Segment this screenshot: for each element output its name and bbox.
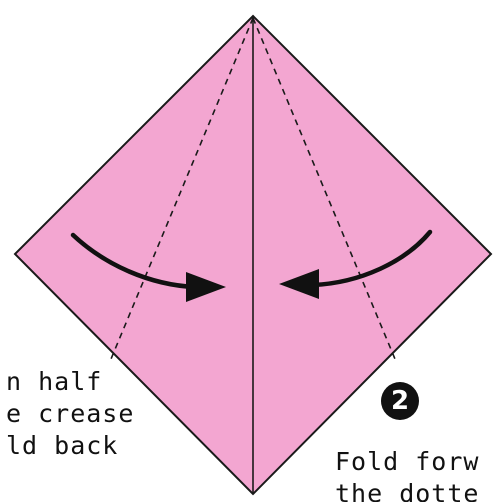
curved-arrow-right-icon [70,232,226,302]
right-caption-line-2: the dotte [335,479,480,502]
left-caption-line-1: n half [6,367,103,396]
right-caption-line-1: Fold forw [335,447,480,476]
left-caption-line-2: e crease [6,399,135,428]
left-caption-line-3: ld back [6,431,119,460]
step-number-badge: 2 [381,382,419,420]
curved-arrow-left-icon [279,229,433,299]
